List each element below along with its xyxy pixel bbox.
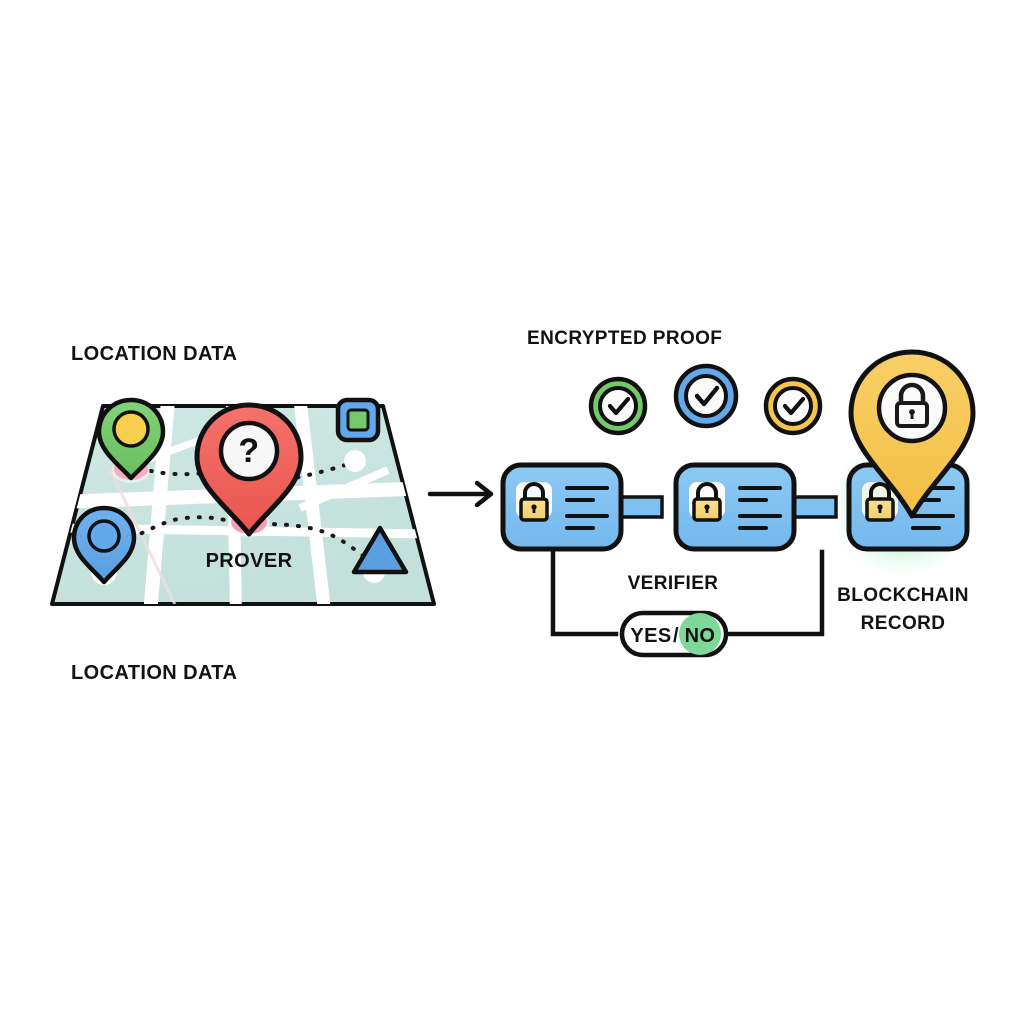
check-circle-green[interactable] [588, 376, 648, 436]
toggle-yes-label: YES [630, 625, 671, 647]
toggle-slash: / [673, 625, 679, 647]
encrypted-proof-label: ENCRYPTED PROOF [527, 328, 722, 349]
lock-keyhole-slot [705, 507, 709, 513]
location-map-group: ? PROVER LOCATION DATA LOCATION DATA [50, 343, 436, 684]
road-vertical-3 [293, 406, 332, 604]
check-icon [694, 385, 720, 407]
blockchain-record-label-line1: BLOCKCHAIN [837, 585, 969, 606]
flow-arrow-head [474, 480, 494, 508]
proof-blockchain-group: ENCRYPTED PROOF [500, 328, 976, 658]
prover-label: PROVER [206, 550, 293, 572]
pin-red-inner-circle [218, 420, 280, 482]
blockchain-block-1[interactable] [500, 462, 624, 552]
question-mark-glyph: ? [238, 432, 259, 470]
triangle-shape [351, 525, 409, 575]
lock-keyhole-slot [910, 412, 914, 419]
marker-square-green[interactable] [335, 397, 381, 443]
verifier-bracket [550, 549, 825, 637]
marker-dot-white [344, 450, 366, 472]
flow-arrow [427, 480, 494, 508]
pin-red-question[interactable]: ? [194, 402, 304, 537]
yes-no-toggle[interactable]: YES / NO [619, 610, 729, 658]
lock-icon [519, 482, 549, 522]
location-data-label-top: LOCATION DATA [71, 343, 237, 365]
road-diagonal-2 [298, 466, 390, 512]
check-blue-inner [684, 374, 728, 418]
lock-shackle [898, 382, 926, 404]
verifier-label: VERIFIER [628, 573, 719, 594]
check-yellow-inner [773, 386, 813, 426]
lock-icon [865, 482, 895, 522]
road-vertical-1 [143, 406, 175, 604]
blockchain-record-label-line2: RECORD [861, 613, 946, 634]
blockchain-location-pin[interactable] [848, 349, 976, 519]
verifier-bracket-right [726, 549, 825, 637]
lock-shackle [696, 482, 718, 500]
pin-green-yellow[interactable] [96, 397, 166, 483]
pin-green-inner [112, 410, 150, 448]
square-inner [346, 408, 370, 432]
check-green-inner [598, 386, 638, 426]
pin-blue[interactable] [71, 505, 137, 585]
road-accent-1 [108, 469, 182, 604]
lock-shackle [869, 482, 891, 500]
block-2-text-lines [738, 486, 782, 530]
lock-icon [692, 482, 722, 522]
lock-icon [895, 382, 929, 428]
marker-triangle-blue[interactable] [351, 525, 409, 575]
lock-keyhole-slot [532, 507, 536, 513]
check-circle-yellow[interactable] [763, 376, 823, 436]
check-icon [607, 396, 631, 416]
check-icon [782, 396, 806, 416]
toggle-no-label: NO [685, 625, 716, 647]
blockchain-block-2[interactable] [673, 462, 797, 552]
toggle-knob-no [679, 613, 721, 655]
block-1-text-lines [565, 486, 609, 530]
lock-shackle [523, 482, 545, 500]
check-circle-blue[interactable] [673, 363, 739, 429]
lock-keyhole-slot [878, 507, 882, 513]
location-data-label-bottom: LOCATION DATA [71, 662, 237, 684]
pin-blue-inner [87, 519, 121, 553]
verifier-bracket-left [550, 549, 619, 637]
